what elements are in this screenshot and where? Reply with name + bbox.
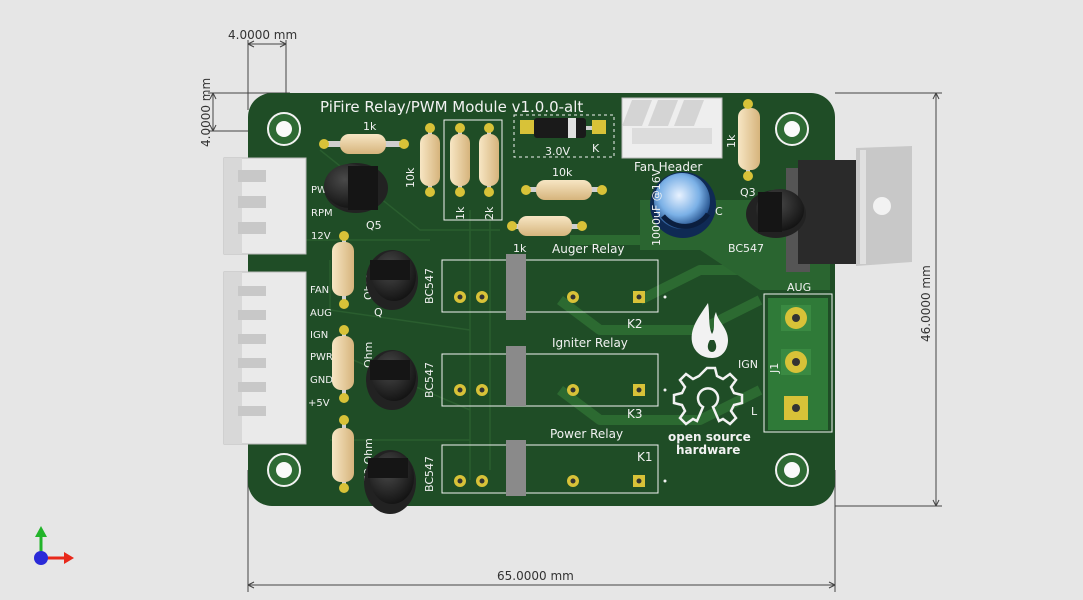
open-source-hardware-icon bbox=[672, 366, 744, 426]
oshw-line2: hardware bbox=[676, 443, 740, 457]
fan-header-connector bbox=[621, 97, 723, 159]
label-r-top: 1k bbox=[363, 120, 377, 133]
mounting-hole bbox=[267, 112, 301, 146]
label-bc-c: BC547 bbox=[423, 362, 436, 398]
x-axis-arrow-icon bbox=[64, 552, 74, 564]
label-r-1k-v: 1k bbox=[454, 206, 467, 220]
mounting-hole bbox=[775, 453, 809, 487]
conn-label-12v: 12V bbox=[311, 231, 331, 242]
dimension-right bbox=[835, 92, 942, 507]
resistor-ohm-c bbox=[332, 415, 354, 493]
ref-relay-power: K1 bbox=[637, 450, 653, 464]
resistor-horizontal-10k bbox=[521, 180, 607, 200]
transistor-auger bbox=[366, 250, 418, 310]
resistor-vertical-right-1k bbox=[738, 99, 760, 181]
label-relay-auger: Auger Relay bbox=[552, 242, 625, 256]
resistor-vertical-1k bbox=[450, 123, 470, 197]
ref-relay-auger: K2 bbox=[627, 317, 643, 331]
conn-label-ign: IGN bbox=[310, 330, 328, 341]
label-q-mid: Q bbox=[374, 306, 383, 319]
mounting-hole bbox=[775, 112, 809, 146]
label-diode-k: K bbox=[592, 142, 600, 155]
z-axis-icon bbox=[34, 551, 48, 565]
conn-label-gnd: GND bbox=[310, 375, 333, 386]
resistor-ohm-b bbox=[332, 325, 354, 403]
conn-label-pwm: PWM bbox=[311, 185, 336, 196]
conn-label-aug: AUG bbox=[310, 308, 332, 319]
flame-icon bbox=[691, 303, 728, 358]
transistor-igniter bbox=[366, 350, 418, 410]
label-r-1k-h: 1k bbox=[513, 242, 527, 255]
j1-ref: J1 bbox=[768, 363, 781, 374]
conn-label-fan: FAN bbox=[310, 285, 329, 296]
voltage-regulator bbox=[786, 146, 912, 272]
label-fan-header: Fan Header bbox=[634, 160, 702, 174]
y-axis-arrow-icon bbox=[35, 526, 47, 537]
terminal-block-j1 bbox=[763, 293, 833, 433]
resistor-top-1k bbox=[319, 134, 409, 154]
label-q3: Q3 bbox=[740, 186, 756, 199]
oshw-line1: open source bbox=[668, 430, 751, 444]
conn-label-5v: +5V bbox=[308, 398, 330, 409]
label-r-1k-right: 1k bbox=[725, 134, 738, 148]
label-q5: Q5 bbox=[366, 219, 382, 232]
resistor-horizontal-1k bbox=[507, 216, 587, 236]
label-bc-b: BC547 bbox=[423, 268, 436, 304]
j1-label-aug: AUG bbox=[787, 281, 811, 294]
dimension-bottom bbox=[247, 470, 836, 592]
connector-top-left bbox=[223, 157, 307, 255]
resistor-ohm-a bbox=[332, 231, 354, 309]
transistor-power bbox=[364, 450, 416, 514]
relay-power bbox=[441, 440, 667, 496]
label-relay-igniter: Igniter Relay bbox=[552, 336, 628, 350]
axis-gizmo[interactable] bbox=[34, 526, 74, 565]
mounting-holes bbox=[267, 112, 809, 487]
dim-bottom-label: 65.0000 mm bbox=[497, 569, 574, 583]
label-r-2k-v: 2k bbox=[483, 206, 496, 220]
label-bc-d: BC547 bbox=[423, 456, 436, 492]
label-cap-value: 1000uF @16V bbox=[650, 168, 663, 246]
resistor-vertical-2k bbox=[479, 123, 499, 197]
capacitor-1000uf bbox=[650, 172, 716, 238]
label-diode-value: 3.0V bbox=[545, 145, 570, 158]
dim-top-h-label: 4.0000 mm bbox=[228, 28, 297, 42]
j1-label-l: L bbox=[751, 405, 758, 418]
transistor-q3 bbox=[746, 189, 806, 238]
j1-label-ign: IGN bbox=[738, 358, 758, 371]
label-c-ref: C bbox=[715, 205, 723, 218]
connector-bottom-left bbox=[223, 271, 307, 445]
dim-right-label: 46.0000 mm bbox=[919, 265, 933, 342]
label-r-10k-h: 10k bbox=[552, 166, 573, 179]
ref-relay-igniter: K3 bbox=[627, 407, 643, 421]
silk-box-resistors bbox=[443, 119, 503, 221]
relay-igniter bbox=[441, 346, 667, 407]
diode bbox=[513, 114, 615, 158]
dim-top-v-label: 4.0000 mm bbox=[199, 78, 213, 147]
label-r-10k-v: 10k bbox=[404, 167, 417, 188]
label-bc-a: BC547 bbox=[728, 242, 764, 255]
board-title: PiFire Relay/PWM Module v1.0.0-alt bbox=[320, 98, 583, 116]
transistor-q5 bbox=[324, 163, 388, 213]
mounting-hole bbox=[267, 453, 301, 487]
relay-auger bbox=[441, 254, 667, 320]
label-relay-power: Power Relay bbox=[550, 427, 623, 441]
conn-label-rpm: RPM bbox=[311, 208, 333, 219]
resistor-vertical-10k bbox=[420, 123, 440, 197]
conn-label-pwr: PWR bbox=[310, 352, 333, 363]
